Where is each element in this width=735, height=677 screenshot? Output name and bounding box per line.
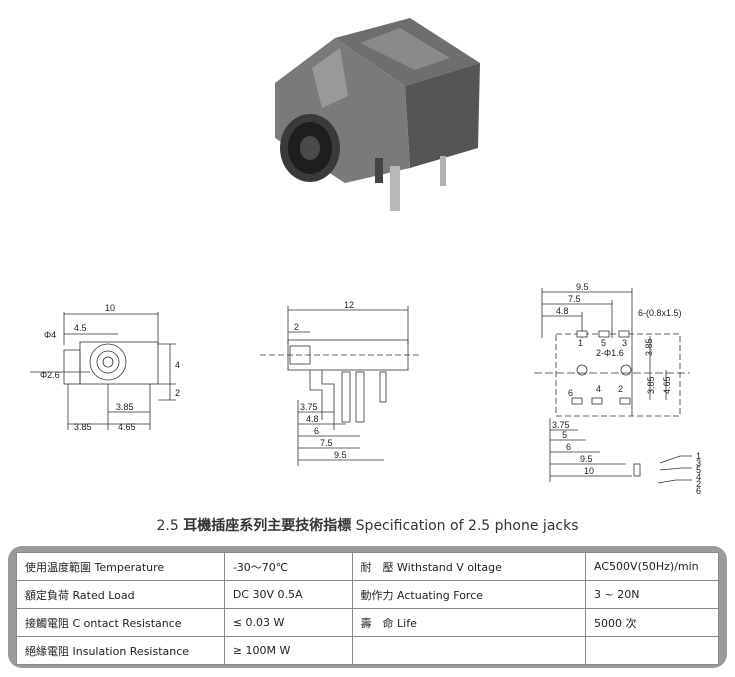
dim-pcb-3-85-b: 3.85 [646,376,656,394]
spec-label: 耐 壓 Withstand V oltage [351,552,587,581]
dim-side-2: 2 [294,322,299,332]
schematic-label-1: 1 [696,451,701,461]
table-row: 接觸電阻 C ontact Resistance ≤ 0.03 W 壽 命 Li… [16,608,719,637]
pin-label-3: 3 [622,338,627,348]
schematic-label-5: 5 [696,465,701,475]
spec-table-frame: 使用温度範圍 Temperature -30～70℃ 耐 壓 Withstand… [8,546,727,668]
pin-label-5: 5 [601,338,606,348]
schematic-label-3: 3 [696,458,701,468]
table-row: 額定負荷 Rated Load DC 30V 0.5A 動作力 Actuatin… [16,580,719,609]
dim-front-phi2-6: Φ2.6 [40,370,60,380]
spec-table: 使用温度範圍 Temperature -30～70℃ 耐 壓 Withstand… [16,552,719,665]
side-view-drawing: 12 2 3.75 4.8 6 7.5 9.5 [260,300,420,466]
label-pcb-holes: 6-(0.8x1.5) [638,308,682,318]
table-row: 使用温度範圍 Temperature -30～70℃ 耐 壓 Withstand… [16,552,719,581]
pin-label-6: 6 [568,388,573,398]
spec-value: ≥ 100M W [223,636,353,665]
spec-label: 使用温度範圍 Temperature [16,552,225,581]
spec-label: 動作力 Actuating Force [351,580,587,609]
spec-value: ≤ 0.03 W [223,608,353,637]
spec-label: 壽 命 Life [351,608,587,637]
pcb-layout-drawing: 9.5 7.5 4.8 6-(0.8x1.5) 2-Φ1.6 1 5 3 6 4… [534,282,701,496]
spec-label: 接觸電阻 C ontact Resistance [16,608,225,637]
dim-front-4: 4 [175,360,180,370]
dim-front-4-65: 4.65 [118,422,136,432]
dim-pcb-5: 5 [562,430,567,440]
dim-pcb-4-8-top: 4.8 [556,306,569,316]
spec-label: 額定負荷 Rated Load [16,580,225,609]
front-view-drawing: 10 4.5 Φ4 Φ2.6 4 2 3.85 3.85 4.65 [30,303,180,432]
heading-title-en: Specification of 2.5 phone jacks [355,518,579,534]
pin-label-4: 4 [596,384,601,394]
dim-pcb-4-65: 4.65 [662,376,672,394]
dim-pcb-3-85-a: 3.85 [644,338,654,356]
dim-pcb-9-5-bottom: 9.5 [580,454,593,464]
product-photo [275,18,480,211]
spec-value [585,636,719,665]
schematic-label-4: 4 [696,472,701,482]
heading-number: 2.5 [156,518,179,534]
dim-pcb-6: 6 [566,442,571,452]
dim-side-3-75: 3.75 [300,402,318,412]
spec-value: 5000 次 [585,608,719,637]
dim-front-3-85-upper: 3.85 [116,402,134,412]
heading-title-cn: 耳機插座系列主要技術指標 [183,518,352,534]
dim-pcb-10: 10 [584,466,594,476]
dim-pcb-7-5-top: 7.5 [568,294,581,304]
dim-front-phi4: Φ4 [44,330,56,340]
dim-side-6: 6 [314,426,319,436]
dim-side-7-5: 7.5 [320,438,333,448]
pin-label-1: 1 [578,338,583,348]
spec-value: 3 ~ 20N [585,580,719,609]
dim-side-4-8: 4.8 [306,414,319,424]
dim-front-4-5: 4.5 [74,323,87,333]
spec-label: 絕緣電阻 Insulation Resistance [16,636,225,665]
dim-front-10: 10 [105,303,115,313]
spec-value: AC500V(50Hz)/min [585,552,719,581]
section-heading: 2.5 耳機插座系列主要技術指標 Specification of 2.5 ph… [0,515,735,535]
table-row: 絕緣電阻 Insulation Resistance ≥ 100M W [16,636,719,665]
schematic-label-2: 2 [696,479,701,489]
label-pcb-phi1-6: 2-Φ1.6 [596,348,624,358]
spec-label [351,636,587,665]
spec-value: DC 30V 0.5A [223,580,353,609]
dim-side-12: 12 [344,300,354,310]
dim-front-2: 2 [175,388,180,398]
dim-front-3-85-lower: 3.85 [74,422,92,432]
pin-label-2: 2 [618,384,623,394]
dim-pcb-9-5-top: 9.5 [576,282,589,292]
dim-side-9-5: 9.5 [334,450,347,460]
spec-value: -30～70℃ [223,552,353,581]
dim-pcb-3-75: 3.75 [552,420,570,430]
schematic-label-6: 6 [696,486,701,496]
